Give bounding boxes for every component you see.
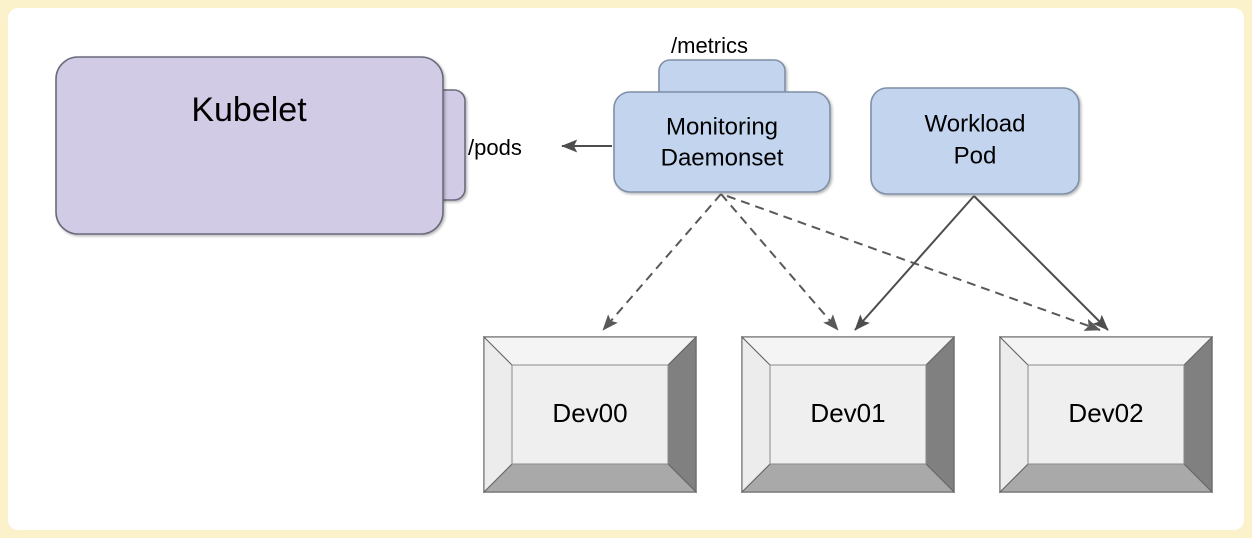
dev01-face[interactable] — [769, 364, 927, 465]
workload-pod-body[interactable] — [870, 87, 1080, 195]
pods-endpoint-label: /pods — [468, 135, 522, 160]
workload-pod-label-line1: Workload — [925, 110, 1026, 137]
dev02-label: Dev02 — [1068, 398, 1143, 428]
edge-monitoring-to-dev00 — [602, 193, 722, 331]
node-kubelet[interactable]: Kubelet — [55, 56, 466, 235]
node-monitoring-daemonset[interactable]: Monitoring Daemonset — [613, 59, 831, 193]
dev01-bevel-top — [740, 336, 956, 366]
monitoring-daemonset-label-line1: Monitoring — [666, 113, 778, 140]
node-dev02[interactable]: Dev02 — [998, 335, 1214, 494]
dev00-label: Dev00 — [552, 398, 627, 428]
dev00-bevel-bottom — [482, 463, 698, 493]
dev01-label: Dev01 — [810, 398, 885, 428]
node-dev01[interactable]: Dev01 — [740, 335, 956, 494]
dev00-face[interactable] — [511, 364, 669, 465]
dev00-bevel-top — [482, 336, 698, 366]
kubelet-body[interactable] — [55, 56, 444, 235]
edge-workload-to-dev01 — [854, 195, 975, 331]
kubelet-label: Kubelet — [191, 91, 307, 129]
dev02-bevel-top — [998, 336, 1214, 366]
dev02-face[interactable] — [1027, 364, 1185, 465]
edge-monitoring-to-dev01 — [720, 193, 839, 331]
workload-pod-label-line2: Pod — [954, 142, 997, 169]
dev01-bevel-bottom — [740, 463, 956, 493]
edge-workload-to-dev02 — [973, 195, 1109, 331]
dev02-bevel-bottom — [998, 463, 1214, 493]
node-dev00[interactable]: Dev00 — [482, 335, 698, 494]
metrics-endpoint-label: /metrics — [671, 33, 748, 58]
monitoring-daemonset-label-line2: Daemonset — [661, 144, 784, 171]
monitoring-daemonset-body[interactable] — [613, 91, 831, 193]
node-workload-pod[interactable]: Workload Pod — [870, 87, 1080, 195]
